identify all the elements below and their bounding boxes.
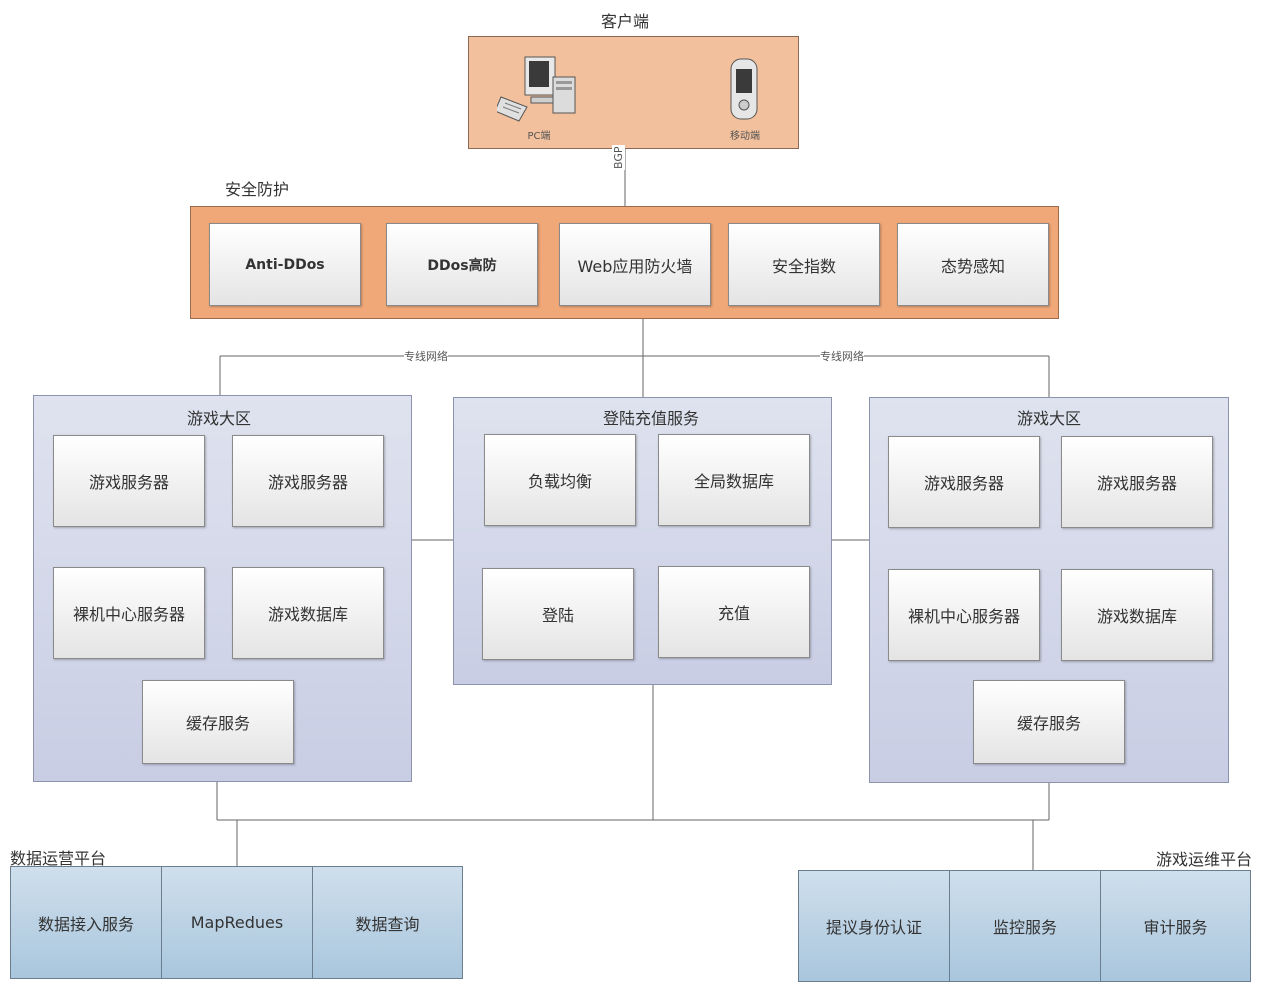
game-zone-left-title: 游戏大区	[186, 409, 251, 428]
mobile-phone-icon	[730, 58, 758, 120]
game-server-box: 游戏服务器	[1061, 436, 1213, 528]
game-database-box: 游戏数据库	[1061, 569, 1213, 661]
monitoring-service-cell: 监控服务	[949, 870, 1101, 982]
pc-icon	[497, 56, 576, 122]
security-title: 安全防护	[225, 180, 290, 199]
client-title: 客户端	[601, 12, 650, 31]
cache-service-box: 缓存服务	[142, 680, 294, 764]
client-panel: PC端 移动端	[468, 36, 799, 149]
global-database-box: 全局数据库	[658, 434, 810, 526]
data-query-cell: 数据查询	[312, 866, 463, 979]
data-ingest-cell: 数据接入服务	[10, 866, 162, 979]
mobile-label: 移动端	[730, 131, 760, 142]
game-server-box: 游戏服务器	[232, 435, 384, 527]
game-server-box: 游戏服务器	[888, 436, 1040, 528]
recharge-box: 充值	[658, 566, 810, 658]
situation-awareness-box: 态势感知	[897, 223, 1049, 306]
bare-metal-server-box: 裸机中心服务器	[53, 567, 205, 659]
anti-ddos-box: Anti-DDos	[209, 223, 361, 306]
game-zone-right-title: 游戏大区	[1016, 409, 1081, 428]
private-network-label-right: 专线网络	[820, 348, 864, 364]
data-platform-title: 数据运营平台	[10, 849, 107, 868]
mapreduce-cell: MapRedues	[161, 866, 313, 979]
pc-label: PC端	[527, 131, 551, 142]
login-recharge-title: 登陆充值服务	[602, 409, 699, 428]
load-balancer-box: 负载均衡	[484, 434, 636, 526]
identity-auth-cell: 提议身份认证	[798, 870, 950, 982]
game-database-box: 游戏数据库	[232, 567, 384, 659]
bare-metal-server-box: 裸机中心服务器	[888, 569, 1040, 661]
waf-box: Web应用防火墙	[559, 223, 711, 306]
private-network-label-left: 专线网络	[404, 348, 448, 364]
bgp-label: BGP	[612, 145, 625, 170]
cache-service-box: 缓存服务	[973, 680, 1125, 764]
ddos-high-defense-box: DDos高防	[386, 223, 538, 306]
ops-platform-title: 游戏运维平台	[1156, 850, 1253, 869]
game-server-box: 游戏服务器	[53, 435, 205, 527]
audit-service-cell: 审计服务	[1100, 870, 1251, 982]
login-box: 登陆	[482, 568, 634, 660]
security-index-box: 安全指数	[728, 223, 880, 306]
